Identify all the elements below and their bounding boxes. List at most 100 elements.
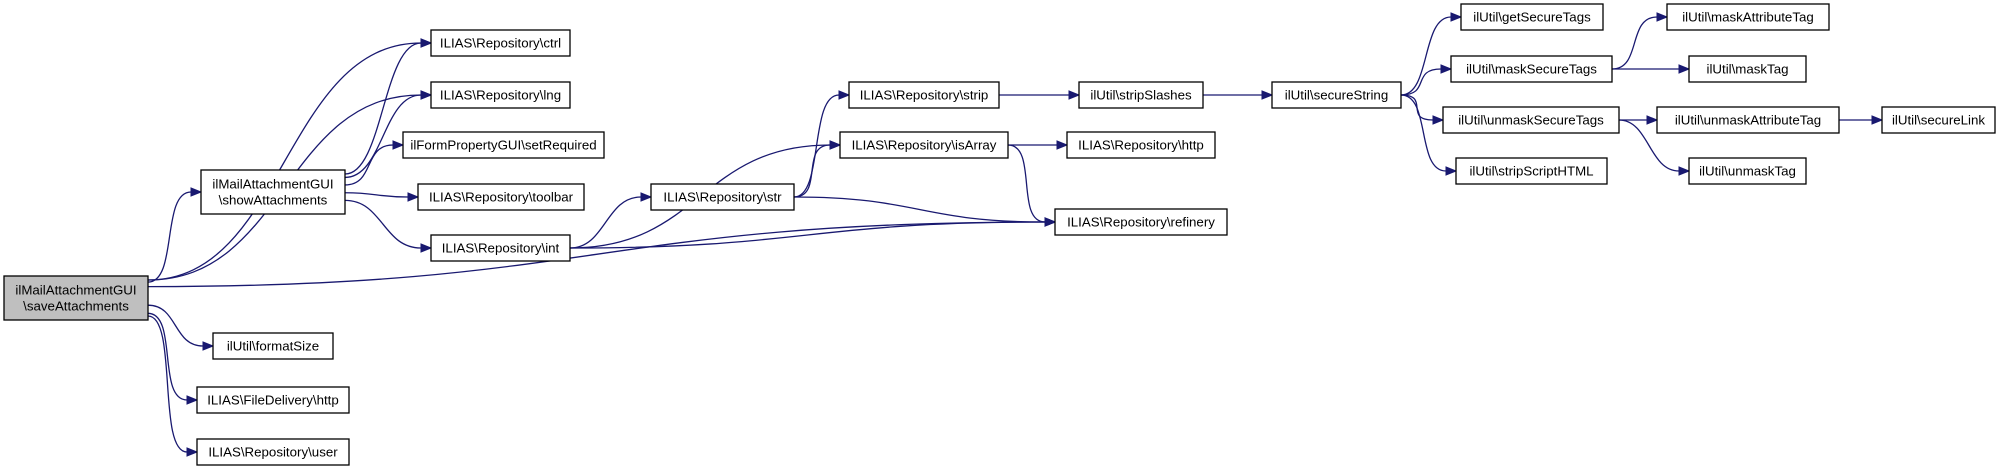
node-label: \showAttachments bbox=[219, 193, 328, 208]
node-repo_user[interactable]: ILIAS\Repository\user bbox=[196, 438, 350, 466]
arrowhead-icon bbox=[1678, 166, 1691, 176]
edge-line bbox=[793, 144, 831, 198]
edge-line bbox=[1400, 68, 1442, 96]
arrowhead-icon bbox=[420, 90, 433, 100]
arrowhead-icon bbox=[392, 140, 405, 150]
node-box bbox=[196, 386, 350, 414]
node-maskAttributeTag[interactable]: ilUtil\maskAttributeTag bbox=[1666, 3, 1830, 31]
edge-unmaskSecureTags-to-unmaskTag bbox=[1618, 119, 1691, 176]
node-label: ilUtil\unmaskSecureTags bbox=[1458, 113, 1604, 128]
edge-line bbox=[344, 144, 394, 186]
edge-maskSecureTags-to-maskAttributeTag bbox=[1611, 12, 1669, 70]
arrowhead-icon bbox=[186, 395, 199, 405]
edge-repo_str-to-repo_strip bbox=[793, 90, 851, 198]
node-box bbox=[1450, 55, 1613, 83]
edge-repo_int-to-repo_str bbox=[569, 192, 653, 249]
node-unmaskAttributeTag[interactable]: ilUtil\unmaskAttributeTag bbox=[1656, 106, 1840, 134]
node-label: ILIAS\Repository\str bbox=[663, 190, 782, 205]
node-maskTag[interactable]: ilUtil\maskTag bbox=[1688, 55, 1807, 83]
edge-line bbox=[1611, 16, 1658, 70]
node-label: ilUtil\secureString bbox=[1285, 88, 1388, 103]
edge-line bbox=[147, 191, 192, 283]
node-box bbox=[1455, 157, 1608, 185]
node-box bbox=[1460, 3, 1604, 31]
arrowhead-icon bbox=[1678, 64, 1691, 74]
node-box bbox=[839, 131, 1009, 159]
edge-line bbox=[147, 315, 188, 453]
edge-line bbox=[147, 304, 204, 347]
edge-showAttachments-to-repo_lng bbox=[344, 90, 433, 179]
node-box bbox=[1066, 131, 1216, 159]
edge-secureString-to-unmaskSecureTags bbox=[1400, 94, 1445, 125]
node-getSecureTags[interactable]: ilUtil\getSecureTags bbox=[1460, 3, 1604, 31]
node-saveAttachments[interactable]: ilMailAttachmentGUI\saveAttachments bbox=[3, 275, 149, 321]
arrowhead-icon bbox=[1445, 166, 1458, 176]
edge-showAttachments-to-repo_ctrl bbox=[344, 38, 433, 175]
arrowhead-icon bbox=[190, 187, 203, 197]
node-stripScriptHTML[interactable]: ilUtil\stripScriptHTML bbox=[1455, 157, 1608, 185]
arrowhead-icon bbox=[186, 447, 199, 457]
node-formatSize[interactable]: ilUtil\formatSize bbox=[212, 332, 334, 360]
edge-line bbox=[147, 312, 188, 401]
node-maskSecureTags[interactable]: ilUtil\maskSecureTags bbox=[1450, 55, 1613, 83]
arrowhead-icon bbox=[1068, 90, 1081, 100]
node-box bbox=[196, 438, 350, 466]
edge-showAttachments-to-repo_toolbar bbox=[344, 192, 420, 202]
edge-stripSlashes-to-secureString bbox=[1203, 90, 1274, 100]
node-repo_int[interactable]: ILIAS\Repository\int bbox=[430, 234, 571, 262]
node-repo_strip[interactable]: ILIAS\Repository\strip bbox=[848, 81, 1000, 109]
node-label: ilUtil\formatSize bbox=[227, 339, 319, 354]
node-label: ilUtil\unmaskAttributeTag bbox=[1675, 113, 1821, 128]
edge-line bbox=[147, 221, 1046, 288]
edge-secureString-to-getSecureTags bbox=[1400, 12, 1463, 96]
arrowhead-icon bbox=[1871, 115, 1884, 125]
arrowhead-icon bbox=[1440, 64, 1453, 74]
node-setRequired[interactable]: ilFormPropertyGUI\setRequired bbox=[402, 131, 605, 159]
node-secureLink[interactable]: ilUtil\secureLink bbox=[1881, 106, 1996, 134]
arrowhead-icon bbox=[420, 38, 433, 48]
edge-unmaskAttributeTag-to-secureLink bbox=[1839, 115, 1884, 125]
node-box bbox=[200, 169, 346, 215]
node-stripSlashes[interactable]: ilUtil\stripSlashes bbox=[1078, 81, 1204, 109]
node-unmaskTag[interactable]: ilUtil\unmaskTag bbox=[1688, 157, 1807, 185]
node-fd_http[interactable]: ILIAS\FileDelivery\http bbox=[196, 386, 350, 414]
node-box bbox=[1688, 55, 1807, 83]
node-box bbox=[1666, 3, 1830, 31]
node-repo_http[interactable]: ILIAS\Repository\http bbox=[1066, 131, 1216, 159]
node-unmaskSecureTags[interactable]: ilUtil\unmaskSecureTags bbox=[1442, 106, 1620, 134]
edge-saveAttachments-to-repo_ctrl bbox=[147, 38, 433, 281]
node-repo_toolbar[interactable]: ILIAS\Repository\toolbar bbox=[417, 183, 585, 211]
node-repo_refinery[interactable]: ILIAS\Repository\refinery bbox=[1054, 208, 1228, 236]
edge-line bbox=[1007, 144, 1046, 223]
arrowhead-icon bbox=[838, 90, 851, 100]
node-box bbox=[1688, 157, 1807, 185]
edge-line bbox=[569, 196, 642, 249]
edge-line bbox=[147, 42, 422, 281]
node-label: ilUtil\unmaskTag bbox=[1699, 164, 1796, 179]
edge-repo_isArray-to-repo_http bbox=[1008, 140, 1069, 150]
node-label: ILIAS\Repository\user bbox=[208, 445, 338, 460]
node-secureString[interactable]: ilUtil\secureString bbox=[1271, 81, 1402, 109]
arrowhead-icon bbox=[1261, 90, 1274, 100]
node-repo_ctrl[interactable]: ILIAS\Repository\ctrl bbox=[430, 29, 571, 57]
node-showAttachments[interactable]: ilMailAttachmentGUI\showAttachments bbox=[200, 169, 346, 215]
node-repo_lng[interactable]: ILIAS\Repository\lng bbox=[430, 81, 571, 109]
node-label: ILIAS\Repository\lng bbox=[440, 88, 561, 103]
edge-repo_str-to-repo_refinery bbox=[793, 196, 1057, 227]
edge-saveAttachments-to-showAttachments bbox=[147, 187, 203, 283]
node-box bbox=[430, 81, 571, 109]
node-repo_isArray[interactable]: ILIAS\Repository\isArray bbox=[839, 131, 1009, 159]
node-box bbox=[1442, 106, 1620, 134]
node-label: ILIAS\FileDelivery\http bbox=[207, 393, 339, 408]
edges-layer bbox=[147, 12, 1884, 457]
edge-saveAttachments-to-formatSize bbox=[147, 304, 215, 351]
node-label: ilUtil\getSecureTags bbox=[1473, 10, 1591, 25]
edge-line bbox=[344, 94, 422, 179]
node-repo_str[interactable]: ILIAS\Repository\str bbox=[650, 183, 795, 211]
node-box bbox=[1271, 81, 1402, 109]
arrowhead-icon bbox=[407, 192, 420, 202]
arrowhead-icon bbox=[1056, 140, 1069, 150]
node-label: ilUtil\maskTag bbox=[1706, 62, 1788, 77]
edge-repo_isArray-to-repo_refinery bbox=[1007, 144, 1057, 227]
node-label: ILIAS\Repository\http bbox=[1078, 138, 1204, 153]
